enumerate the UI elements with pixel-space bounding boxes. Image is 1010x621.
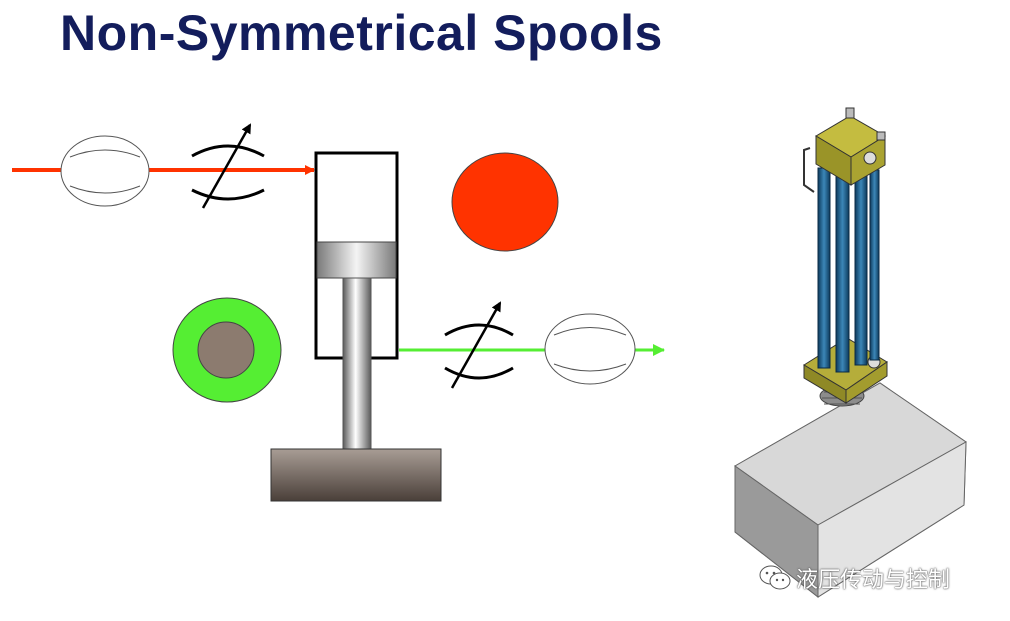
outlet-adjustable-throttle-symbol [444,301,514,389]
slide-title: Non-Symmetrical Spools [60,5,663,61]
cylinder-tubes [817,159,880,373]
hydraulic-cylinder [314,151,399,451]
inlet-adjustable-throttle-symbol [191,123,265,209]
cap-side-area-circle [451,152,559,252]
wechat-icon [759,565,791,590]
watermark: 液压传动与控制 [758,562,950,594]
watermark-text: 液压传动与控制 [796,568,951,593]
piston-rod [342,277,372,451]
inlet-flowmeter-symbol [60,135,150,207]
actuator-3d-illustration [734,107,967,599]
piston [316,241,397,279]
annulus-area-ring [172,297,282,403]
load-block [270,448,442,502]
rod-area-circle [197,321,255,379]
outlet-flowmeter-symbol [544,313,636,385]
upper-end-cap [803,107,886,193]
